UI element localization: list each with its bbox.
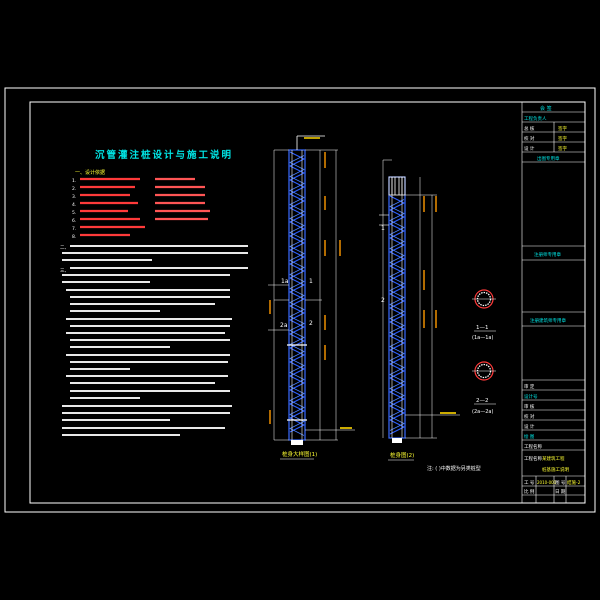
tb-row: 设 计 — [524, 423, 535, 430]
pile2-spiral-rebar — [388, 195, 406, 435]
tb-row: 审 定 — [524, 383, 535, 390]
pile2-marker-2: 2 — [381, 297, 385, 304]
tb-row: 审 核 — [524, 403, 535, 410]
notes-line: 6. — [72, 218, 76, 224]
tb-owner: 工程负责人 — [524, 115, 547, 122]
tb-stamp1: 出图专用章 — [537, 155, 560, 162]
pile1-marker-1: 1 — [309, 278, 313, 285]
tb-row: 绘 图 — [524, 433, 535, 440]
pile1-marker-1a: 1a — [281, 278, 289, 285]
notes-heading: 一、设计依据 — [75, 169, 105, 176]
section-1-1: 1—1 (1a—1a) — [472, 289, 496, 341]
tb-sig-value: 签字 — [558, 125, 567, 132]
pile-elevation-2: 1 2 桩身图(2) — [379, 159, 460, 461]
tb-num-value: 2010-001 — [537, 480, 557, 485]
tb-project-label: 工程名称 — [524, 443, 542, 450]
tb-stamp2: 注册师专用章 — [534, 251, 561, 258]
pile1-marker-2a: 2a — [280, 322, 288, 329]
tb-num-label: 工 号 — [524, 480, 535, 486]
tb-project-label-2: 工程名称 — [524, 455, 542, 462]
notes-line: 1. — [72, 178, 76, 184]
sheet-inner-frame — [29, 101, 586, 504]
notes-line: 3. — [72, 194, 76, 200]
tb-sheet-value: 结施-2 — [567, 479, 581, 486]
tb-project-value: 某建筑工程 — [542, 455, 565, 462]
tb-stamp3: 注册建筑师专用章 — [530, 317, 566, 324]
tb-row: 校 对 — [524, 413, 535, 420]
pile1-caption: 桩身大样图(1) — [282, 450, 317, 458]
notes-line: 5. — [72, 210, 76, 216]
pile2-tip — [392, 438, 402, 443]
tb-sig-value: 签字 — [558, 135, 567, 142]
tb-sig-label: 校 对 — [524, 135, 535, 142]
pile1-spiral-rebar — [288, 151, 306, 436]
notes-paragraph-2: 二、 — [60, 245, 69, 251]
notes-list: 1. 2. 3. 4. 5. 6. 7. 8. — [72, 178, 76, 240]
tb-ratio-label: 比 例 — [524, 488, 535, 495]
spiral-rebar-path — [389, 199, 405, 431]
tb-row: 设计号 — [524, 393, 538, 400]
notes-list-text — [80, 177, 210, 237]
tb-sig-label: 设 计 — [524, 145, 535, 152]
notes-line: 4. — [72, 202, 76, 208]
tb-sig-label: 总 核 — [524, 125, 535, 132]
section1-sublabel: (1a—1a) — [472, 335, 493, 341]
section-2-2: 2—2 (2a—2a) — [472, 361, 496, 415]
drawing-note: 注: ( )中数据为另类桩型 — [427, 465, 481, 472]
notes-body-text — [62, 245, 248, 436]
notes-title: 沉管灌注桩设计与施工说明 — [95, 149, 233, 161]
spiral-rebar-path — [288, 151, 306, 433]
notes-line: 8. — [72, 234, 76, 240]
notes-line: 2. — [72, 186, 76, 192]
pile-elevation-1: 1a 2a 1 2 桩身大样图(1) — [268, 135, 355, 460]
sheet-outer-frame — [4, 87, 596, 513]
pile1-marker-2: 2 — [309, 320, 313, 327]
design-notes: 沉管灌注桩设计与施工说明 一、设计依据 1. 2. 3. 4. 5. 6. 7.… — [60, 149, 248, 436]
section1-label: 1—1 — [476, 325, 489, 331]
pile2-caption: 桩身图(2) — [390, 451, 414, 459]
tb-drawing-name: 桩基施工说明 — [542, 466, 569, 473]
title-block-text: 会 签 工程负责人 总 核 签字 校 对 签字 设 计 签字 出图专用章 注册师… — [524, 105, 581, 495]
tb-date-label: 日 期 — [555, 489, 566, 495]
section2-label: 2—2 — [476, 398, 489, 404]
spiral-rebar-path — [388, 195, 406, 435]
tb-sign: 会 签 — [540, 105, 552, 112]
tb-sheet-label: 图 号 — [555, 480, 566, 486]
title-block — [521, 101, 586, 504]
pile1-tip — [291, 440, 303, 445]
notes-paragraph-3: 三、 — [60, 268, 69, 274]
section2-sublabel: (2a—2a) — [472, 409, 493, 415]
pile2-marker-1: 1 — [381, 225, 385, 232]
notes-line: 7. — [72, 226, 76, 232]
spiral-rebar-path — [289, 155, 305, 436]
tb-sig-value: 签字 — [558, 145, 567, 152]
